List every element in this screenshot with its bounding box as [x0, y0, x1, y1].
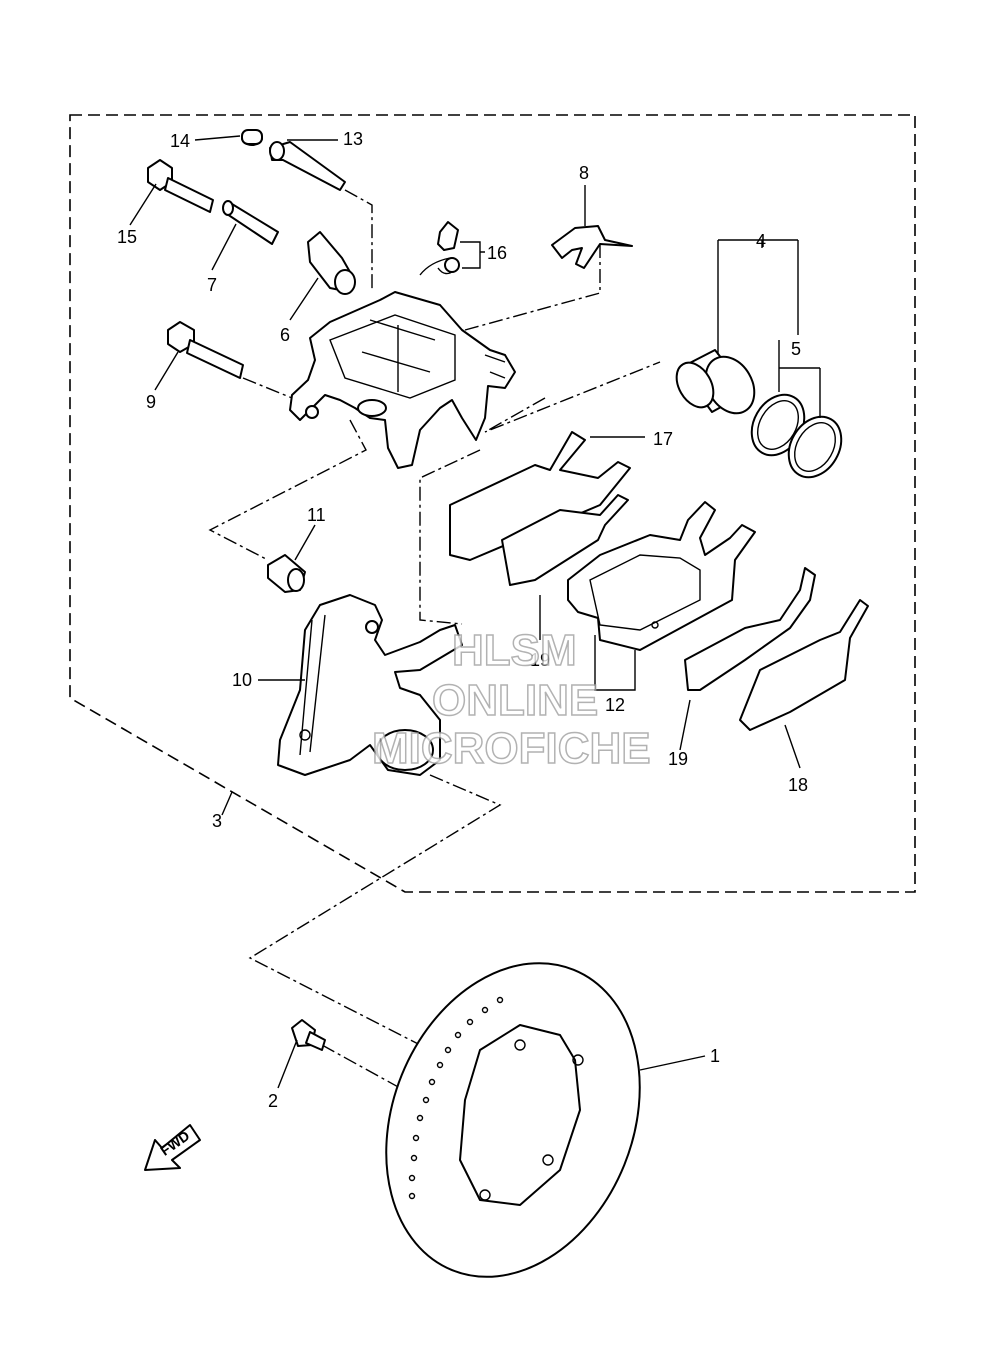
callout-2: 2 [268, 1091, 278, 1111]
callout-16: 16 [487, 243, 507, 263]
callout-18: 18 [788, 775, 808, 795]
part-1-brake-disc [385, 962, 641, 1278]
part-7-sleeve [222, 200, 279, 245]
callout-19-lower: 19 [668, 749, 688, 769]
watermark-line-3: MICROFICHE [372, 724, 651, 773]
part-11-boot [267, 554, 306, 593]
part-18-shim [739, 599, 869, 731]
callout-14: 14 [170, 131, 190, 151]
callout-1: 1 [710, 1046, 720, 1066]
callout-7: 7 [207, 275, 217, 295]
watermark-line-1: HLSM [452, 626, 577, 675]
callout-9: 9 [146, 392, 156, 412]
part-13-pin [269, 141, 346, 191]
fwd-arrow-icon: FWD [144, 1124, 201, 1171]
callout-5: 5 [791, 339, 801, 359]
part-17-shim [449, 431, 631, 561]
part-16-bleed-screw [419, 221, 460, 276]
callout-12: 12 [605, 695, 625, 715]
callout-11: 11 [307, 505, 326, 525]
callout-4: 4 [756, 231, 766, 251]
part-9-bolt [167, 321, 244, 379]
caliper-body [289, 291, 516, 469]
part-6-boot [307, 231, 356, 295]
part-4-piston [675, 349, 756, 415]
leader-lines [129, 135, 821, 1089]
part-10-bracket [277, 594, 463, 776]
callout-8: 8 [579, 163, 589, 183]
callout-numbers: 14 13 15 7 6 8 16 4 5 9 17 11 10 19 12 1… [117, 129, 808, 1111]
part-2-disc-bolt [291, 1019, 326, 1051]
part-14-cap [241, 129, 263, 146]
callout-17: 17 [653, 429, 673, 449]
watermark: HLSM ONLINE MICROFICHE [371, 625, 651, 774]
callout-15: 15 [117, 227, 137, 247]
watermark-line-2: ONLINE [432, 676, 598, 725]
part-15-bolt [147, 159, 214, 213]
part-5-seals [750, 393, 843, 479]
part-8-clip [551, 225, 633, 269]
caliper-assembly-boundary [69, 114, 916, 893]
part-19-pad-plate-lower [684, 567, 816, 691]
callout-10: 10 [232, 670, 252, 690]
callout-13: 13 [343, 129, 363, 149]
callout-19-upper: 19 [530, 650, 550, 670]
part-12-brake-pad [567, 501, 756, 651]
disc-drill-holes [408, 996, 504, 1200]
part-19-pad-plate [501, 494, 629, 586]
callout-6: 6 [280, 325, 290, 345]
callout-3: 3 [212, 811, 222, 831]
